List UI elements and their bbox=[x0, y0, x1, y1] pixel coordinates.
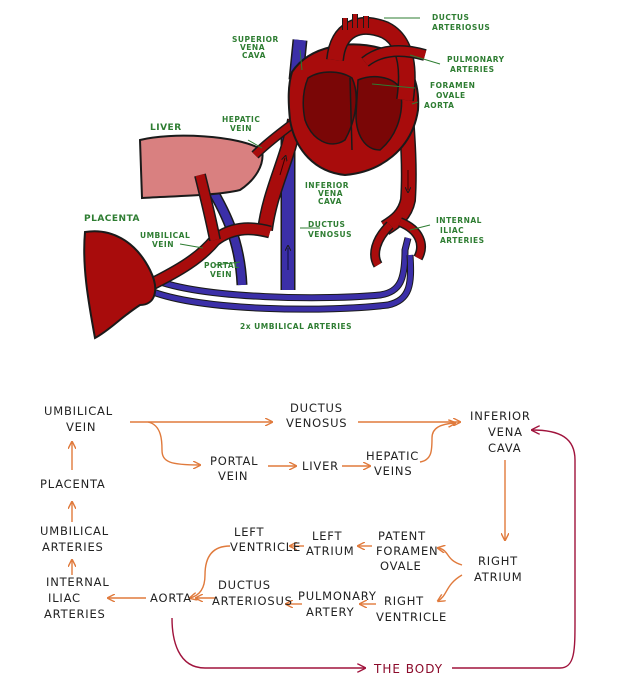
label-ductus-venosus-2: VENOSUS bbox=[308, 230, 352, 239]
label-umbilical-vein: UMBILICAL bbox=[140, 231, 190, 240]
node-ductus-venosus: DUCTUS bbox=[290, 401, 343, 415]
arrow-hepatic-to-ivc bbox=[419, 423, 455, 463]
label-ductus-arteriosus-2: ARTERIOSUS bbox=[432, 23, 490, 32]
node-right-ventricle: RIGHT bbox=[384, 594, 424, 608]
node-ductus-arteriosus-2: ARTERIOSUS bbox=[212, 594, 293, 608]
label-inferior-vena-cava-2: VENA bbox=[318, 189, 343, 198]
label-internal-iliac-arteries: INTERNAL bbox=[436, 216, 482, 225]
node-inferior-vena-cava-2: VENA bbox=[488, 425, 523, 439]
label-placenta: PLACENTA bbox=[84, 214, 140, 224]
label-ductus-arteriosus: DUCTUS bbox=[432, 13, 469, 22]
label-portal-vein-2: VEIN bbox=[210, 270, 232, 279]
label-umbilical-arteries: 2x UMBILICAL ARTERIES bbox=[240, 322, 352, 331]
node-left-ventricle-2: VENTRICLE bbox=[230, 540, 301, 554]
node-pulmonary-artery: PULMONARY bbox=[298, 589, 377, 603]
node-inferior-vena-cava: INFERIOR bbox=[470, 409, 531, 423]
label-inferior-vena-cava-3: CAVA bbox=[318, 197, 342, 206]
node-internal-iliac-arteries-2: ILIAC bbox=[48, 591, 81, 605]
label-pulmonary-arteries-2: ARTERIES bbox=[450, 65, 495, 74]
node-right-ventricle-2: VENTRICLE bbox=[376, 610, 447, 624]
flowchart bbox=[72, 421, 576, 669]
placenta-organ bbox=[83, 230, 157, 340]
anatomy-labels: SUPERIOR VENA CAVA DUCTUS ARTERIOSUS PUL… bbox=[84, 13, 505, 331]
node-placenta: PLACENTA bbox=[40, 477, 106, 491]
node-aorta: AORTA bbox=[150, 591, 192, 605]
node-pulmonary-artery-2: ARTERY bbox=[306, 605, 355, 619]
node-right-atrium-2: ATRIUM bbox=[474, 570, 523, 584]
node-inferior-vena-cava-3: CAVA bbox=[488, 441, 521, 455]
label-superior-vena-cava: SUPERIOR bbox=[232, 35, 279, 44]
arrow-aorta-to-body bbox=[171, 617, 365, 668]
node-liver: LIVER bbox=[302, 459, 339, 473]
arrow-uv-to-portal bbox=[147, 421, 200, 465]
label-hepatic-vein-2: VEIN bbox=[230, 124, 252, 133]
node-internal-iliac-arteries: INTERNAL bbox=[46, 575, 110, 589]
node-the-body: THE BODY bbox=[373, 662, 443, 676]
label-aorta: AORTA bbox=[424, 101, 454, 110]
node-left-atrium-2: ATRIUM bbox=[306, 544, 355, 558]
label-portal-vein: PORTAL bbox=[204, 261, 239, 270]
node-portal-vein: PORTAL bbox=[210, 454, 258, 468]
node-left-atrium: LEFT bbox=[312, 529, 342, 543]
label-pulmonary-arteries: PULMONARY bbox=[447, 55, 505, 64]
node-patent-foramen-ovale-2: FORAMEN bbox=[376, 544, 438, 558]
label-internal-iliac-arteries-3: ARTERIES bbox=[440, 236, 485, 245]
label-inferior-vena-cava: INFERIOR bbox=[305, 181, 349, 190]
node-right-atrium: RIGHT bbox=[478, 554, 518, 568]
label-hepatic-vein: HEPATIC bbox=[222, 115, 260, 124]
liver-organ bbox=[138, 134, 264, 200]
node-hepatic-veins: HEPATIC bbox=[366, 449, 419, 463]
node-umbilical-arteries-2: ARTERIES bbox=[42, 540, 104, 554]
node-umbilical-vein: UMBILICAL bbox=[44, 404, 113, 418]
label-internal-iliac-arteries-2: ILIAC bbox=[440, 226, 464, 235]
label-superior-vena-cava-2: VENA bbox=[240, 43, 265, 52]
anatomy-illustration bbox=[83, 14, 441, 340]
arrow-ra-to-rv bbox=[438, 574, 463, 601]
node-umbilical-vein-2: VEIN bbox=[66, 420, 96, 434]
arrow-ra-to-pfo bbox=[438, 548, 463, 566]
label-ductus-venosus: DUCTUS bbox=[308, 220, 345, 229]
node-patent-foramen-ovale: PATENT bbox=[378, 529, 426, 543]
node-left-ventricle: LEFT bbox=[234, 525, 264, 539]
label-foramen-ovale: FORAMEN bbox=[430, 81, 475, 90]
node-ductus-venosus-2: VENOSUS bbox=[286, 416, 347, 430]
label-liver: LIVER bbox=[150, 123, 182, 133]
node-hepatic-veins-2: VEINS bbox=[374, 464, 412, 478]
label-umbilical-vein-2: VEIN bbox=[152, 240, 174, 249]
node-umbilical-arteries: UMBILICAL bbox=[40, 524, 109, 538]
arrow-body-to-ivc bbox=[452, 430, 576, 669]
node-patent-foramen-ovale-3: OVALE bbox=[380, 559, 422, 573]
node-portal-vein-2: VEIN bbox=[218, 469, 248, 483]
label-foramen-ovale-2: OVALE bbox=[436, 91, 466, 100]
label-superior-vena-cava-3: CAVA bbox=[242, 51, 266, 60]
node-internal-iliac-arteries-3: ARTERIES bbox=[44, 607, 106, 621]
flowchart-labels: UMBILICAL VEIN DUCTUS VENOSUS INFERIOR V… bbox=[40, 401, 531, 676]
node-ductus-arteriosus: DUCTUS bbox=[218, 578, 271, 592]
